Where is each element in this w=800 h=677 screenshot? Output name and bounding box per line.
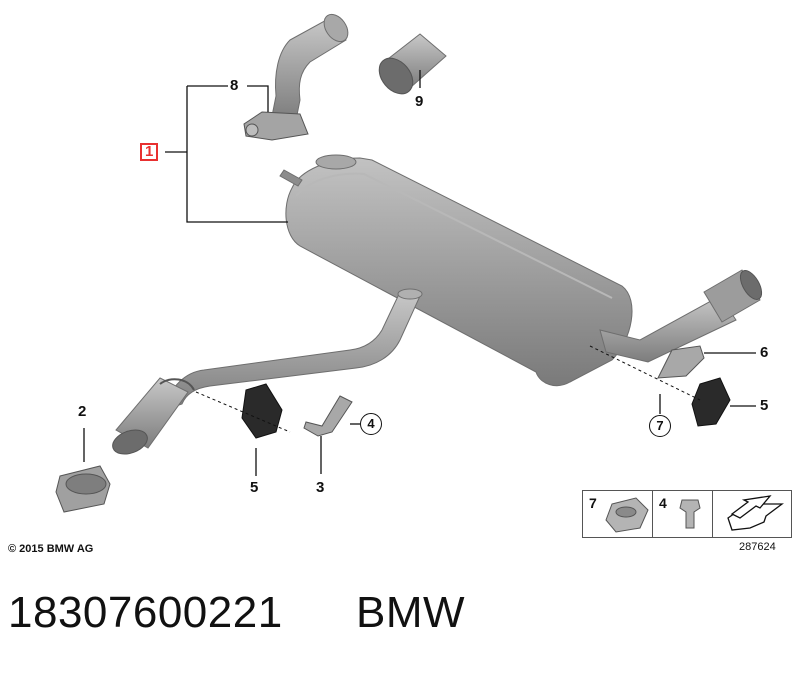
hex-nut-hole [615, 506, 637, 518]
muffler-hook [279, 169, 303, 187]
clamp-2-opening [65, 473, 107, 495]
pipe-clamp [243, 111, 309, 141]
callout-5-left: 5 [250, 479, 259, 496]
brand-name: BMW [356, 588, 466, 637]
left-tail-opening [112, 429, 148, 455]
muffler-top-seam [295, 172, 613, 299]
intermediate-pipe [271, 17, 347, 121]
bracket-6 [657, 345, 705, 379]
rubber-hanger-right [691, 377, 731, 427]
callout-7-circled: 7 [649, 415, 671, 437]
clamp-bolt [245, 123, 259, 137]
hardware-cell-nut-label: 7 [589, 495, 597, 511]
callout-5-right: 5 [760, 397, 769, 414]
hardware-cell-bolt: 4 [653, 491, 713, 537]
hardware-table: 7 4 [582, 490, 792, 538]
copyright-notice: © 2015 BMW AG [8, 543, 94, 555]
callout-8: 8 [230, 77, 239, 94]
center-pipe [163, 291, 421, 411]
bracket-3 [303, 395, 353, 437]
tail-tip-opening [378, 57, 414, 95]
callout-2: 2 [78, 403, 87, 420]
callout-4-circled: 4 [360, 413, 382, 435]
callout-6: 6 [760, 344, 769, 361]
arrow-glyph [730, 495, 772, 519]
callout-9: 9 [415, 93, 424, 110]
right-tail-opening [739, 270, 763, 300]
right-tailpipe [599, 295, 737, 363]
callout-1: 1 [140, 143, 159, 161]
bolt-icon [679, 499, 701, 529]
left-pipe-clamp [159, 378, 195, 391]
center-pipe-flange [397, 288, 423, 300]
callout-3: 3 [316, 479, 325, 496]
dashed-mount-lines [195, 345, 701, 433]
part-number: 18307600221 [8, 588, 283, 637]
diagram-id: 287624 [739, 541, 776, 553]
muffler-inlet-stub [315, 154, 357, 170]
hardware-cell-nut: 7 [583, 491, 653, 537]
intermediate-pipe-end [323, 13, 349, 43]
hardware-cell-bolt-label: 4 [659, 495, 667, 511]
rubber-hanger-left [241, 383, 283, 439]
hardware-cell-surface [713, 491, 791, 537]
leader-lines [83, 70, 756, 476]
